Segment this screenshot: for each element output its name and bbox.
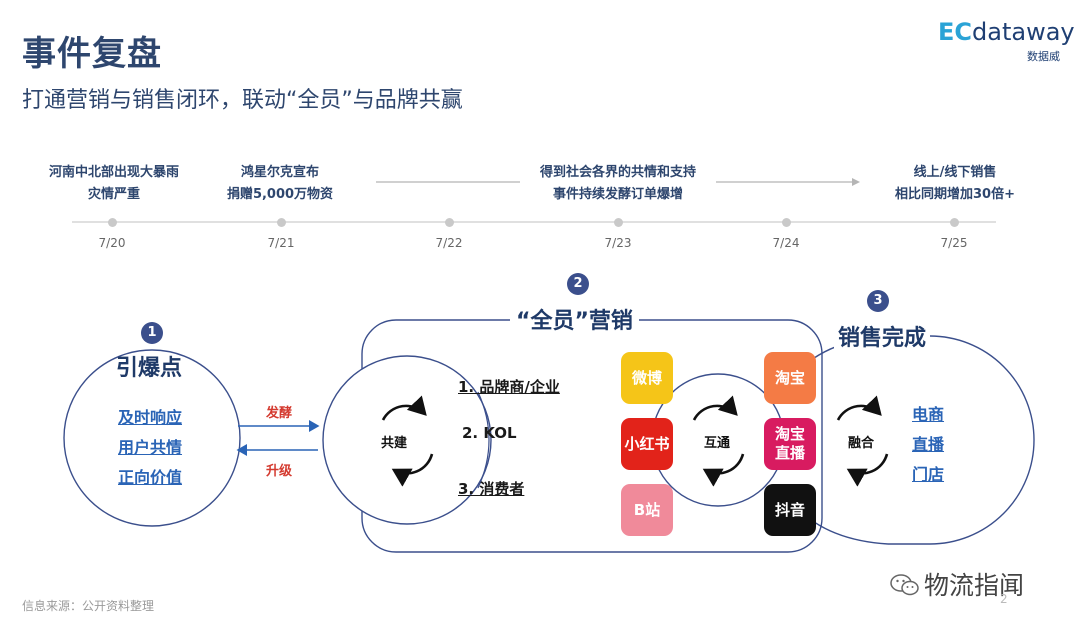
logo-sub-text: 数据威 [1027,50,1060,63]
timeline-date: 7/25 [940,236,968,250]
fusion-label: 融合 [848,436,875,451]
ignition-circle [63,349,241,527]
cobuild-circle [322,355,492,525]
section-title-ignition: 引爆点 [116,356,183,381]
timeline-dot [614,218,623,227]
cycle-icon [692,395,745,487]
timeline-arrowhead [852,178,860,186]
logo-ec-text: EC [938,18,973,46]
page-subtitle: 打通营销与销售闭环，联动“全员”与品牌共赢 [22,88,463,113]
event-line: 线上/线下销售 [913,165,997,180]
timeline-date: 7/22 [435,236,463,250]
platform-douyin[interactable]: 抖音 [764,484,816,536]
role-kol: 2. KOL [462,424,517,442]
wechat-account-name: 物流指闻 [924,571,1025,600]
timeline-dot [277,218,286,227]
cycle-icon [381,395,434,487]
hub-label: 互通 [704,436,731,451]
arrow-label-forward: 发酵 [266,406,293,421]
role-consumer: 3. 消费者 [458,480,525,498]
wechat-icon [890,573,920,597]
event-line: 事件持续发酵订单爆增 [552,187,683,202]
platform-weibo[interactable]: 微博 [621,352,673,404]
role-brand: 1. 品牌商/企业 [458,378,560,396]
timeline-date: 7/24 [772,236,800,250]
cobuild-label: 共建 [381,436,408,451]
cycle-icon [836,395,889,487]
platform-taobao-live[interactable]: 淘宝直播 [764,418,816,470]
arrow-label-backward: 升级 [266,464,293,479]
sales-channel-item[interactable]: 电商 [912,405,945,424]
timeline-dot [445,218,454,227]
event-line: 捐赠5,000万物资 [226,187,334,202]
event-line: 河南中北部出现大暴雨 [48,165,179,180]
platform-bilibili[interactable]: B站 [621,484,673,536]
logo-main-text: dataway [972,18,1075,46]
timeline-event-3: 得到社会各界的共情和支持 事件持续发酵订单爆增 [528,162,708,206]
timeline-event-4: 线上/线下销售 相比同期增加30倍+ [880,162,1030,206]
timeline-event-2: 鸿星尔克宣布 捐赠5,000万物资 [210,162,350,206]
timeline-date: 7/20 [98,236,126,250]
timeline-event-1: 河南中北部出现大暴雨 灾情严重 [44,162,184,206]
source-note: 信息来源：公开资料整理 [22,599,155,613]
event-line: 鸿星尔克宣布 [240,165,319,180]
roles-arc [477,391,490,489]
ignition-item[interactable]: 正向价值 [118,468,183,487]
timeline-date: 7/23 [604,236,632,250]
section-title-sales: 销售完成 [834,320,931,352]
section-number-1: 1 [141,322,163,344]
section-title-marketing: “全员”营销 [510,303,639,335]
event-line: 得到社会各界的共情和支持 [539,165,696,180]
event-line: 相比同期增加30倍+ [895,187,1015,202]
brand-logo: ECdataway 数据威 [938,18,1075,63]
timeline-dot [782,218,791,227]
platform-taobao[interactable]: 淘宝 [764,352,816,404]
sales-channel-item[interactable]: 直播 [912,435,945,454]
ignition-item[interactable]: 用户共情 [118,438,183,457]
timeline-date: 7/21 [267,236,295,250]
section-number-3: 3 [867,290,889,312]
wechat-watermark: 物流指闻 [890,566,1024,602]
timeline-dot [950,218,959,227]
ignition-item[interactable]: 及时响应 [118,408,183,427]
page-title: 事件复盘 [22,34,162,74]
platform-xiaohongshu[interactable]: 小红书 [621,418,673,470]
page-number: 2 [1000,592,1008,606]
sales-channel-item[interactable]: 门店 [912,465,945,484]
timeline-dot [108,218,117,227]
sales-outline-right [888,335,1035,545]
section-number-2: 2 [567,273,589,295]
event-line: 灾情严重 [87,187,140,202]
